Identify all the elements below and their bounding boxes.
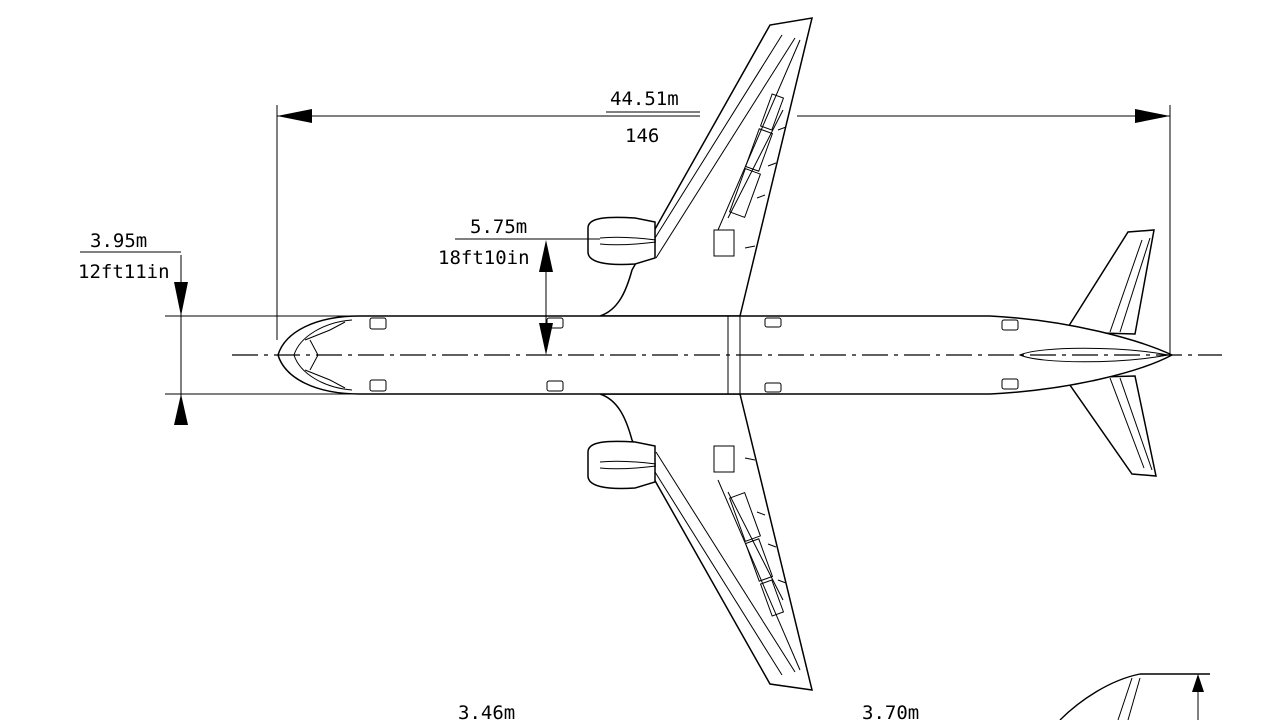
wingspan-metric: 44.51m — [610, 88, 679, 110]
bottom-left-dimension-metric: 3.46m — [458, 702, 515, 720]
lower-engine — [587, 440, 657, 490]
wingspan-dimension: 44.51m 146 — [276, 88, 1171, 355]
engine-offset-imperial: 18ft10in — [438, 247, 530, 269]
engine-offset-metric: 5.75m — [470, 216, 527, 238]
wingspan-imperial: 146 — [625, 125, 659, 147]
fuselage — [277, 315, 1174, 395]
lower-wing — [599, 393, 813, 691]
bottom-right-dimension-metric: 3.70m — [862, 702, 919, 720]
engine-offset-dimension: 5.75m 18ft10in — [438, 216, 600, 355]
upper-horizontal-stabilizer — [1063, 229, 1155, 335]
lower-horizontal-stabilizer — [1063, 375, 1157, 477]
upper-engine — [587, 216, 657, 266]
upper-wing — [599, 17, 813, 317]
fuselage-width-dimension: 3.95m 12ft11in — [78, 230, 360, 425]
partial-side-view — [1059, 673, 1210, 720]
fuselage-width-imperial: 12ft11in — [78, 261, 170, 283]
fuselage-width-metric: 3.95m — [90, 230, 147, 252]
